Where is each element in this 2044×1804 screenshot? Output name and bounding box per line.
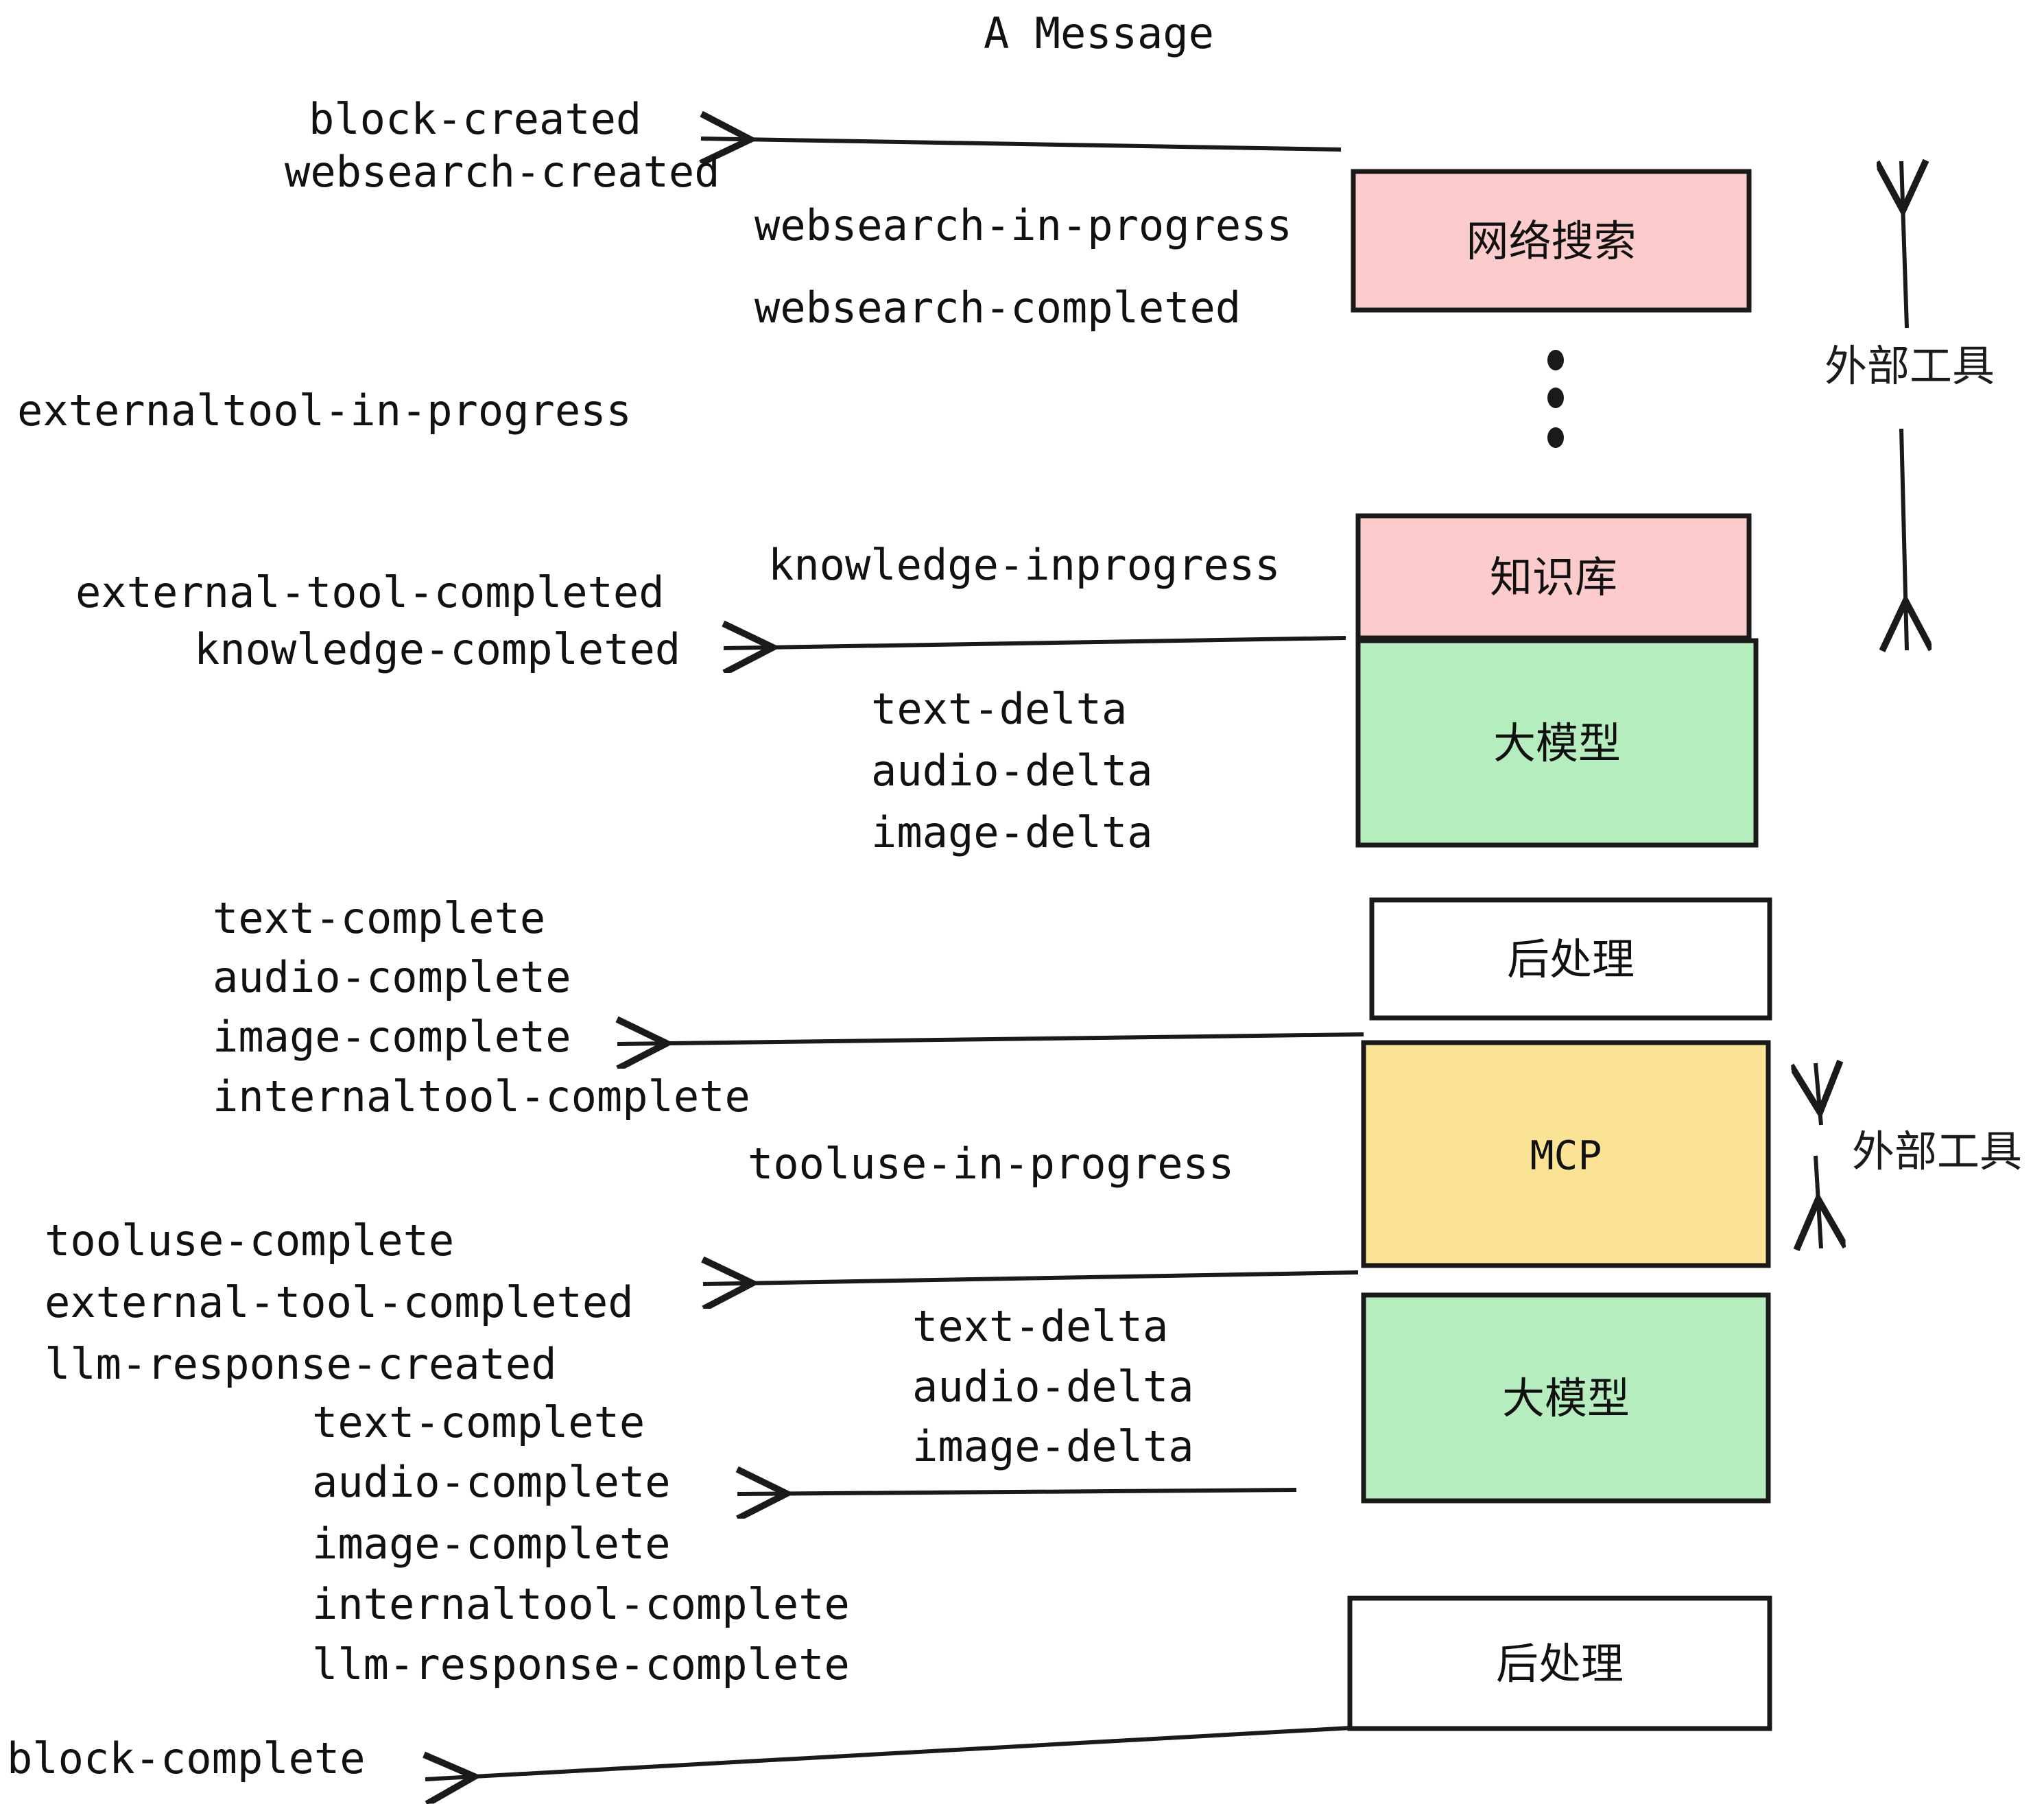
event-text-delta-2: text-delta	[912, 1301, 1168, 1351]
event-image-delta-1: image-delta	[871, 807, 1153, 857]
event-text-complete-1: text-complete	[213, 893, 545, 943]
box-label-mcp: MCP	[1530, 1132, 1602, 1179]
event-audio-complete-2: audio-complete	[312, 1457, 671, 1507]
box-label-llm-1: 大模型	[1493, 718, 1621, 768]
event-audio-delta-2: audio-delta	[912, 1362, 1194, 1412]
box-label-websearch: 网络搜索	[1466, 216, 1636, 266]
side-label-external-tools-bottom: 外部工具	[1852, 1126, 2022, 1176]
event-block-created: block-created	[309, 94, 641, 144]
box-postprocess-1	[1369, 897, 1772, 1021]
event-external-tool-completed-1: external-tool-completed	[75, 567, 665, 617]
event-websearch-created: websearch-created	[285, 147, 720, 197]
event-text-complete-2: text-complete	[312, 1397, 645, 1447]
event-llm-response-complete: llm-response-complete	[312, 1639, 850, 1689]
event-audio-delta-1: audio-delta	[871, 746, 1153, 796]
box-postprocess-2	[1347, 1595, 1772, 1731]
external-tools-arrow-bottom-down	[1816, 1155, 1821, 1248]
event-internaltool-complete-1: internaltool-complete	[213, 1071, 750, 1121]
box-mcp	[1361, 1040, 1771, 1268]
event-block-complete: block-complete	[7, 1733, 366, 1783]
external-tools-arrow-bottom-up	[1816, 1063, 1821, 1126]
external-tools-arrow-top-down	[1901, 428, 1907, 650]
event-tooluse-complete: tooluse-complete	[45, 1215, 454, 1266]
arrow-tooluse-complete	[703, 1272, 1359, 1284]
event-internaltool-complete-2: internaltool-complete	[312, 1579, 850, 1629]
box-label-postprocess-2: 后处理	[1496, 1639, 1624, 1689]
event-audio-complete-1: audio-complete	[213, 952, 571, 1002]
box-label-knowledge: 知识库	[1490, 552, 1617, 602]
arrow-image-complete	[617, 1034, 1364, 1044]
ellipsis-dot-1	[1547, 350, 1564, 370]
box-knowledge	[1355, 513, 1752, 641]
side-label-external-tools-top: 外部工具	[1825, 341, 1995, 391]
arrow-audio-complete	[737, 1490, 1297, 1494]
box-llm-1	[1355, 638, 1759, 848]
event-image-complete-1: image-complete	[213, 1012, 571, 1062]
event-labels-mid: websearch-in-progress websearch-completed…	[748, 200, 1292, 1471]
event-knowledge-completed: knowledge-completed	[194, 624, 680, 674]
event-image-complete-2: image-complete	[312, 1519, 671, 1569]
box-websearch	[1351, 169, 1752, 313]
event-llm-response-created: llm-response-created	[45, 1339, 557, 1389]
external-tools-arrow-top-up	[1901, 161, 1907, 329]
external-tool-range-arrows	[1816, 161, 1907, 1248]
arrow-knowledge-completed	[724, 638, 1346, 648]
event-websearch-in-progress: websearch-in-progress	[754, 200, 1292, 250]
event-external-tool-completed-2: external-tool-completed	[45, 1277, 634, 1327]
event-image-delta-2: image-delta	[912, 1421, 1194, 1471]
ellipsis-dot-2	[1547, 388, 1564, 408]
arrow-block-created	[701, 139, 1342, 150]
ellipsis-dots	[1547, 350, 1564, 448]
event-arrows	[425, 139, 1364, 1779]
box-label-llm-2: 大模型	[1502, 1373, 1630, 1423]
page-title: A Message	[984, 8, 1214, 58]
box-llm-2	[1361, 1292, 1771, 1504]
arrow-block-complete	[425, 1726, 1352, 1779]
event-text-delta-1: text-delta	[871, 684, 1127, 734]
event-externaltool-in-progress: externaltool-in-progress	[17, 385, 632, 436]
event-knowledge-inprogress: knowledge-inprogress	[768, 540, 1281, 590]
box-label-postprocess-1: 后处理	[1507, 934, 1635, 984]
event-websearch-completed: websearch-completed	[754, 283, 1241, 333]
event-tooluse-in-progress: tooluse-in-progress	[748, 1139, 1234, 1189]
ellipsis-dot-3	[1547, 427, 1564, 448]
